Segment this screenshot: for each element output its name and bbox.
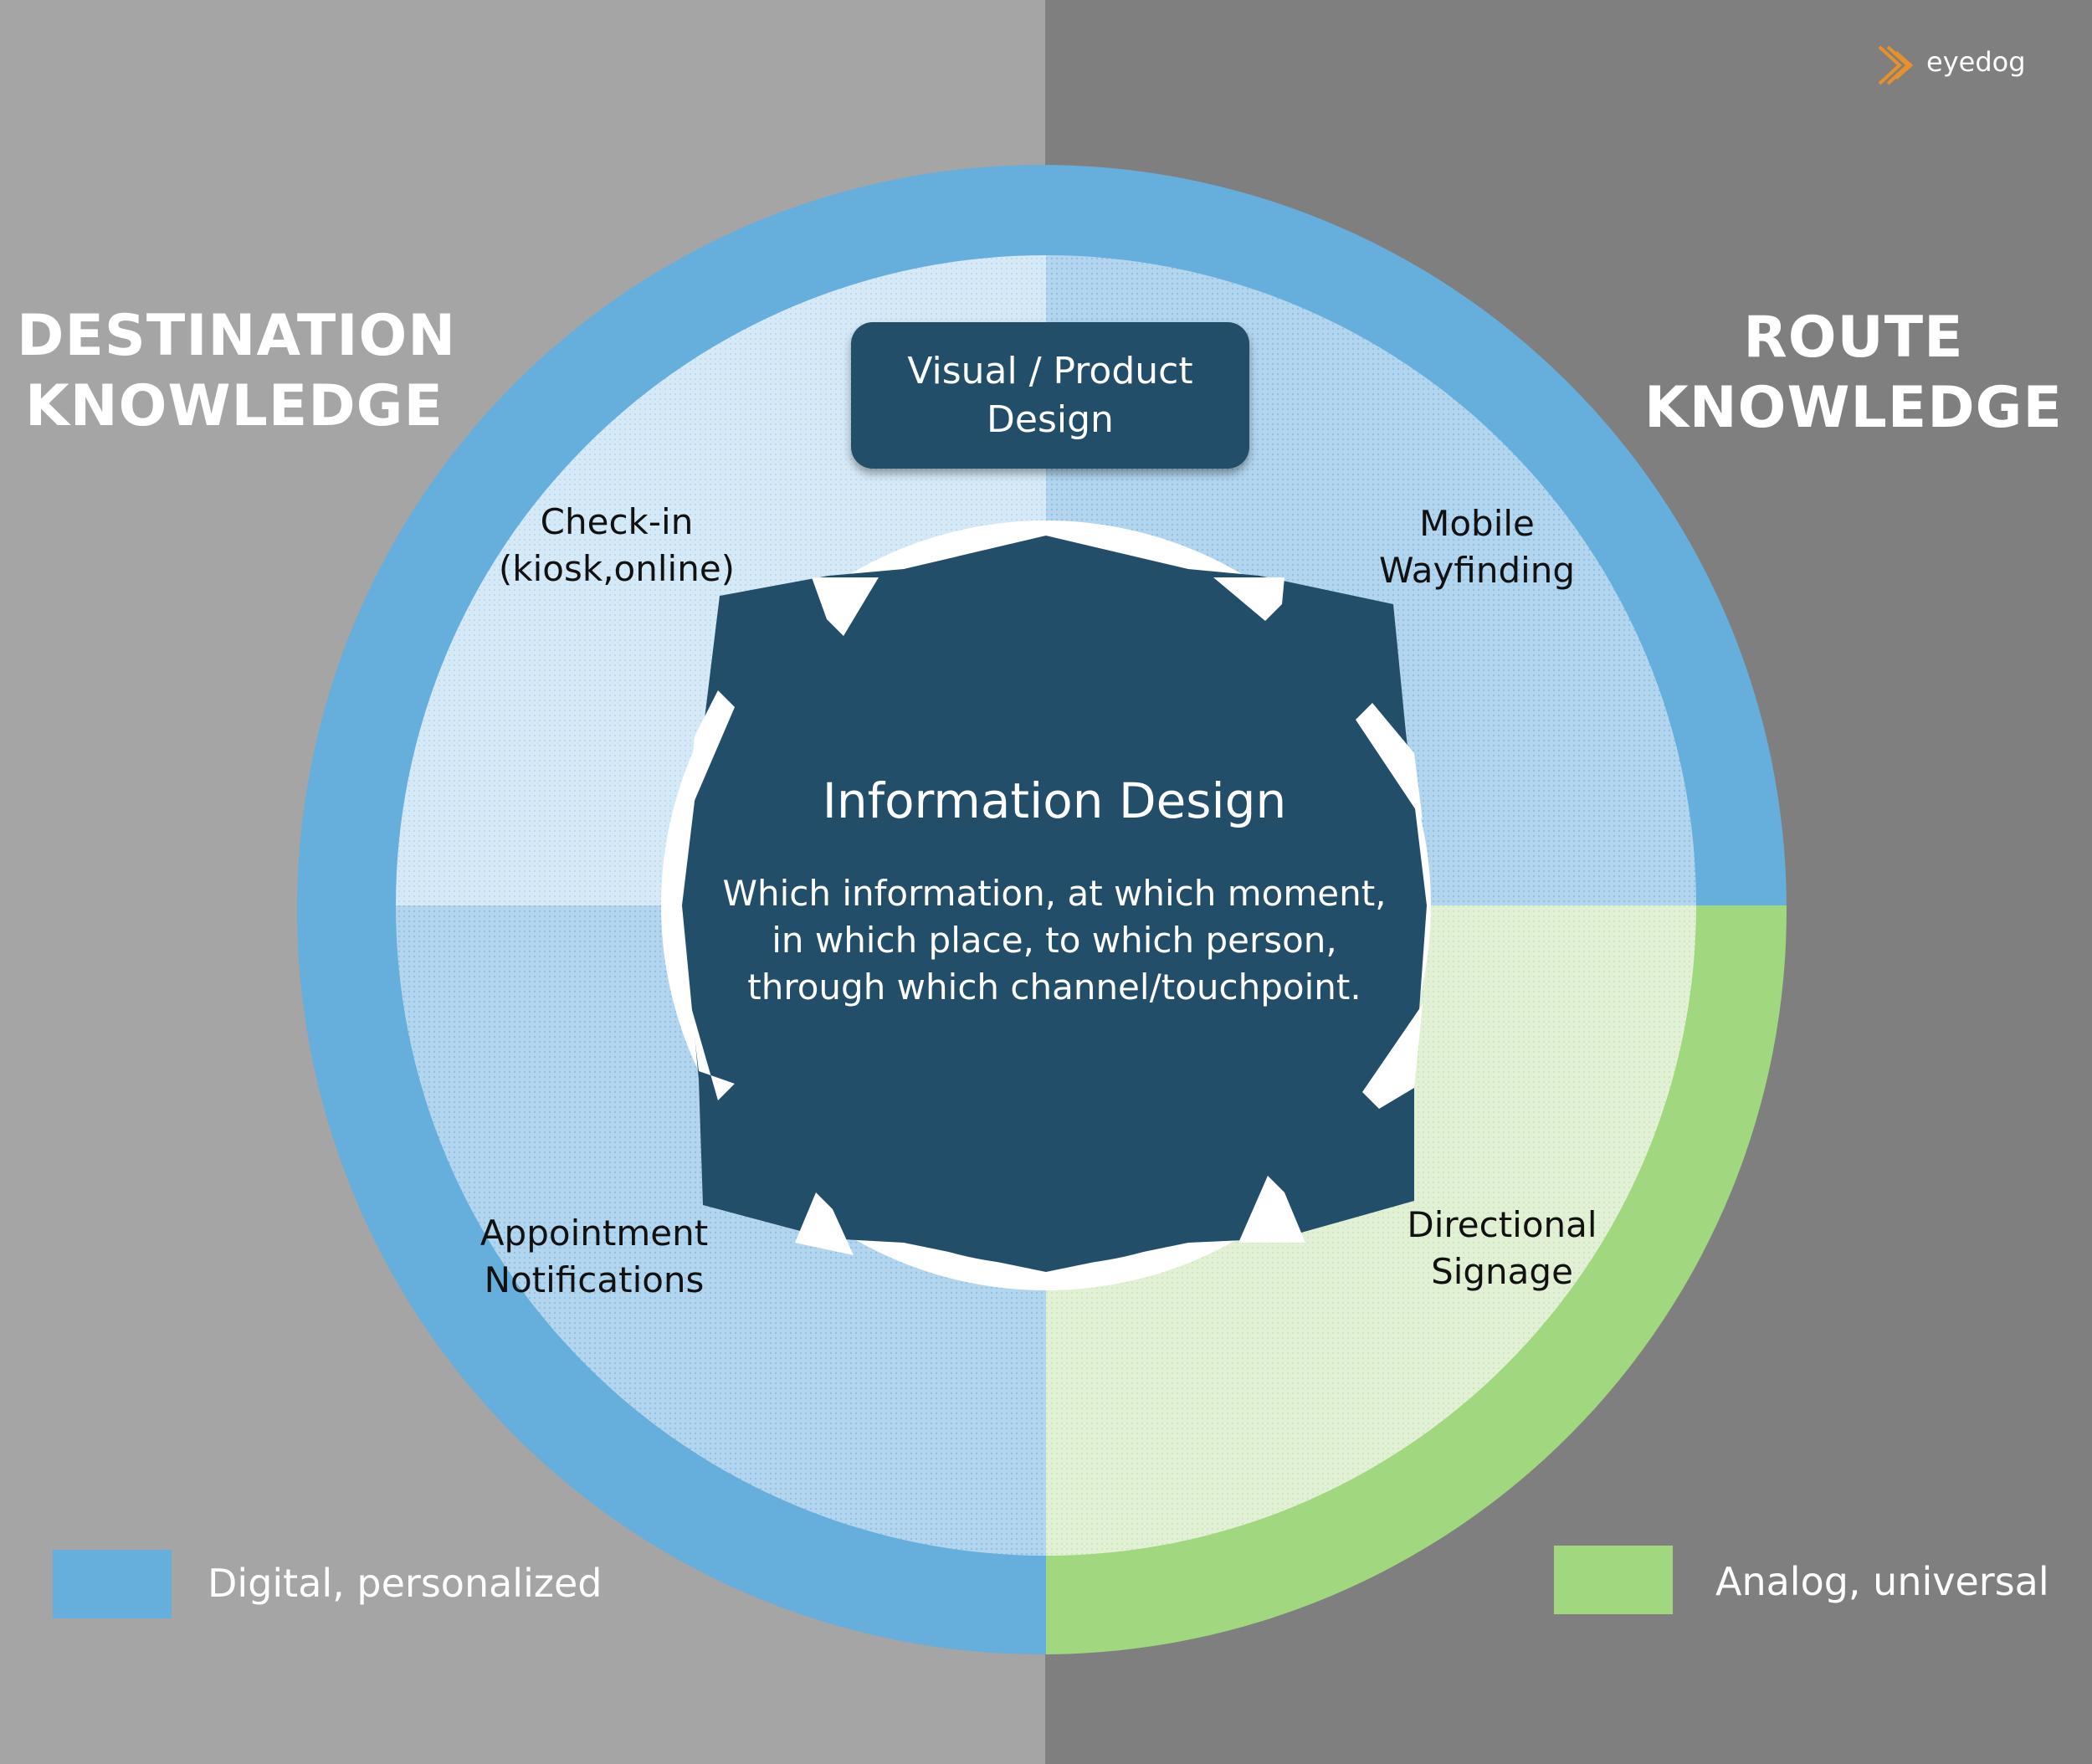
mobile-line-1: Mobile — [1419, 503, 1535, 544]
legend-swatch-analog — [1554, 1546, 1673, 1614]
appointment-line-2: Notifications — [484, 1259, 705, 1300]
logo-wordmark: eyedog — [1926, 46, 2026, 78]
signage-line-1: Directional — [1407, 1204, 1597, 1245]
info-body-line-2: in which place, to which person, — [772, 920, 1337, 961]
vp-box-line-2: Design — [987, 397, 1114, 441]
mobile-line-2: Wayfinding — [1378, 550, 1576, 591]
checkin-line-2: (kiosk,online) — [498, 548, 736, 589]
heading-right-line-2: KNOWLEDGE — [1644, 375, 2063, 441]
appointment-line-1: Appointment — [479, 1213, 709, 1254]
cycle-arrows — [686, 577, 1423, 1255]
label-directional-signage: Directional Signage — [1389, 1202, 1615, 1295]
arrow-top-right-icon — [1213, 577, 1284, 621]
arrow-left-bottom-icon — [690, 1004, 735, 1100]
destination-knowledge-heading: DESTINATION KNOWLEDGE — [17, 301, 457, 442]
information-design-description: Which information, at which moment, in w… — [686, 870, 1423, 1011]
arrow-bottom-left-icon — [795, 1192, 854, 1255]
label-check-in: Check-in (kiosk,online) — [483, 499, 751, 592]
label-appointment-notifications: Appointment Notifications — [456, 1210, 732, 1304]
heading-left-line-2: KNOWLEDGE — [25, 373, 444, 439]
legend-label-analog: Analog, universal — [1715, 1559, 2049, 1604]
arrow-right-bottom-icon — [1362, 1004, 1423, 1109]
label-mobile-wayfinding: Mobile Wayfinding — [1356, 500, 1598, 594]
visual-product-design-box: Visual / Product Design — [851, 322, 1249, 469]
chevron-arrows-icon — [1878, 45, 1914, 85]
info-body-line-1: Which information, at which moment, — [722, 873, 1387, 914]
checkin-line-1: Check-in — [540, 501, 694, 542]
arrow-bottom-right-icon — [1238, 1176, 1305, 1243]
heading-left-line-1: DESTINATION — [17, 303, 457, 369]
arrow-top-left-icon — [812, 577, 879, 636]
vp-box-line-1: Visual / Product — [907, 349, 1193, 392]
arrow-left-top-icon — [686, 690, 735, 820]
center-circle — [686, 546, 1406, 1265]
signage-line-2: Signage — [1431, 1251, 1573, 1292]
legend-label-digital: Digital, personalized — [208, 1561, 602, 1606]
heading-right-line-1: ROUTE — [1743, 305, 1964, 371]
information-design-title: Information Design — [822, 772, 1287, 829]
arrow-right-top-icon — [1356, 703, 1423, 820]
info-body-line-3: through which channel/touchpoint. — [747, 967, 1361, 1008]
legend-swatch-digital — [53, 1550, 172, 1618]
route-knowledge-heading: ROUTE KNOWLEDGE — [1640, 303, 2067, 444]
